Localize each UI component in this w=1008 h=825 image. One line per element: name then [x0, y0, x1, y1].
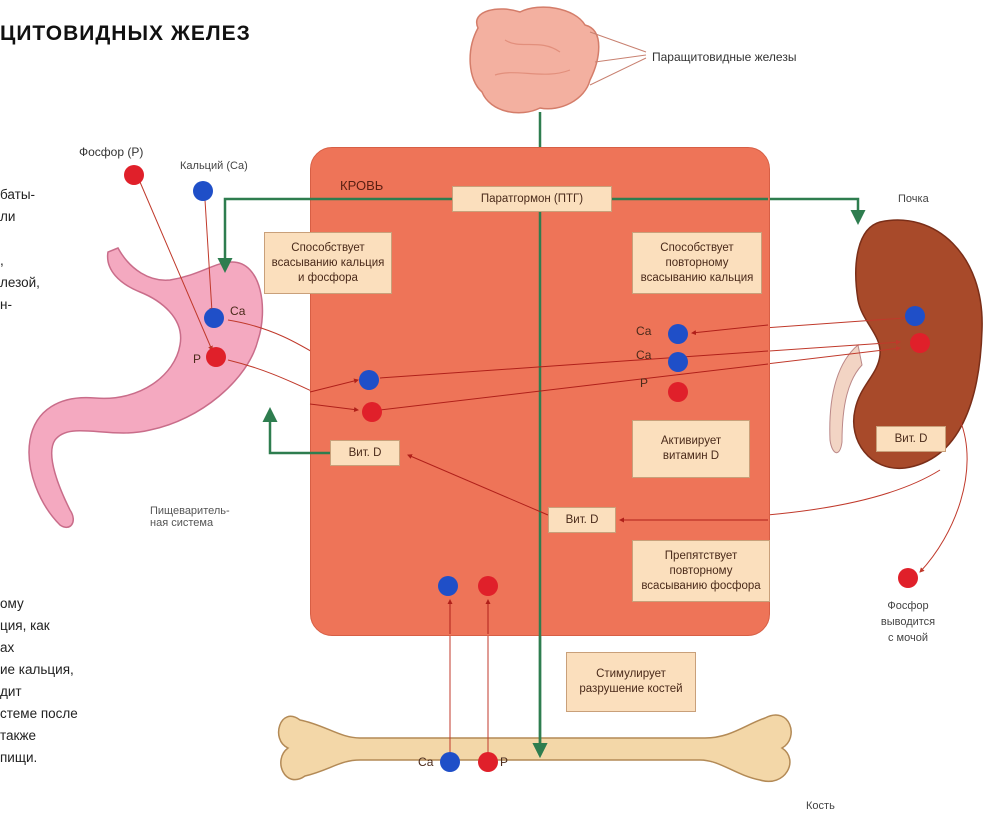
left-text-top: баты- ли , лезой, н- [0, 184, 40, 316]
bone-label: Кость [806, 800, 835, 812]
ion-calcium-source [193, 181, 213, 201]
stomach-illustration [29, 248, 262, 527]
left-text-line: ли [0, 206, 40, 228]
absorption-box: Способствует всасыванию кальция и фосфор… [264, 232, 392, 294]
ion-phosphorus-source [124, 165, 144, 185]
parathyroid-glands-illustration [470, 7, 646, 113]
left-text-line: ция, как [0, 615, 78, 637]
left-text-line: баты- [0, 184, 40, 206]
ion-label-p-stomach: Р [193, 352, 201, 366]
reabsorb-calcium-box: Способствует повторному всасыванию кальц… [632, 232, 762, 294]
page-title: ЦИТОВИДНЫХ ЖЕЛЕЗ [0, 22, 251, 46]
calcium-label: Кальций (Са) [180, 160, 248, 172]
left-text-line: н- [0, 294, 40, 316]
bone-resorption-box: Стимулирует разрушение костей [566, 652, 696, 712]
ion-phosphorus-bone [478, 752, 498, 772]
blood-label: КРОВЬ [340, 178, 383, 193]
left-text-line: стеме после [0, 703, 78, 725]
left-text-line: ому [0, 593, 78, 615]
left-text-line: ие кальция, [0, 659, 78, 681]
ion-phosphorus-stomach [206, 347, 226, 367]
ion-label-p-blood: Р [640, 376, 648, 390]
ion-calcium-kidney [905, 306, 925, 326]
kidney-label: Почка [898, 193, 929, 205]
ion-label-p-bone: Р [500, 755, 508, 769]
prevent-phosphorus-box: Препятствует повторному всасыванию фосфо… [632, 540, 770, 602]
ion-phosphorus-excreted [898, 568, 918, 588]
left-text-bottom: ому ция, как ах ие кальция, дит стеме по… [0, 593, 78, 769]
ion-calcium-stomach [204, 308, 224, 328]
left-text-line: лезой, [0, 272, 40, 294]
ion-calcium-bone [440, 752, 460, 772]
phosphorus-label: Фосфор (Р) [79, 145, 143, 159]
pth-box: Паратгормон (ПТГ) [452, 186, 612, 212]
bone-illustration [279, 715, 792, 781]
vitamin-d-box-left: Вит. D [330, 440, 400, 466]
ion-label-ca-stomach: Са [230, 304, 245, 318]
ion-label-ca-blood-2: Са [636, 348, 651, 362]
left-text-line: дит [0, 681, 78, 703]
phosphate-excreted-label: Фосфор выводится с мочой [858, 598, 958, 646]
vitamin-d-box-center: Вит. D [548, 507, 616, 533]
digestive-system-label: Пищеваритель- ная система [150, 505, 262, 529]
ion-label-ca-bone: Са [418, 755, 433, 769]
left-text-line: ах [0, 637, 78, 659]
left-text-line: , [0, 250, 40, 272]
vitamin-d-box-kidney: Вит. D [876, 426, 946, 452]
ion-phosphorus-kidney [910, 333, 930, 353]
parathyroid-label: Паращитовидные железы [652, 50, 796, 64]
ion-label-ca-blood-1: Са [636, 324, 651, 338]
left-text-line: пищи. [0, 747, 78, 769]
activate-vitd-box: Активирует витамин D [632, 420, 750, 478]
left-text-line: также [0, 725, 78, 747]
